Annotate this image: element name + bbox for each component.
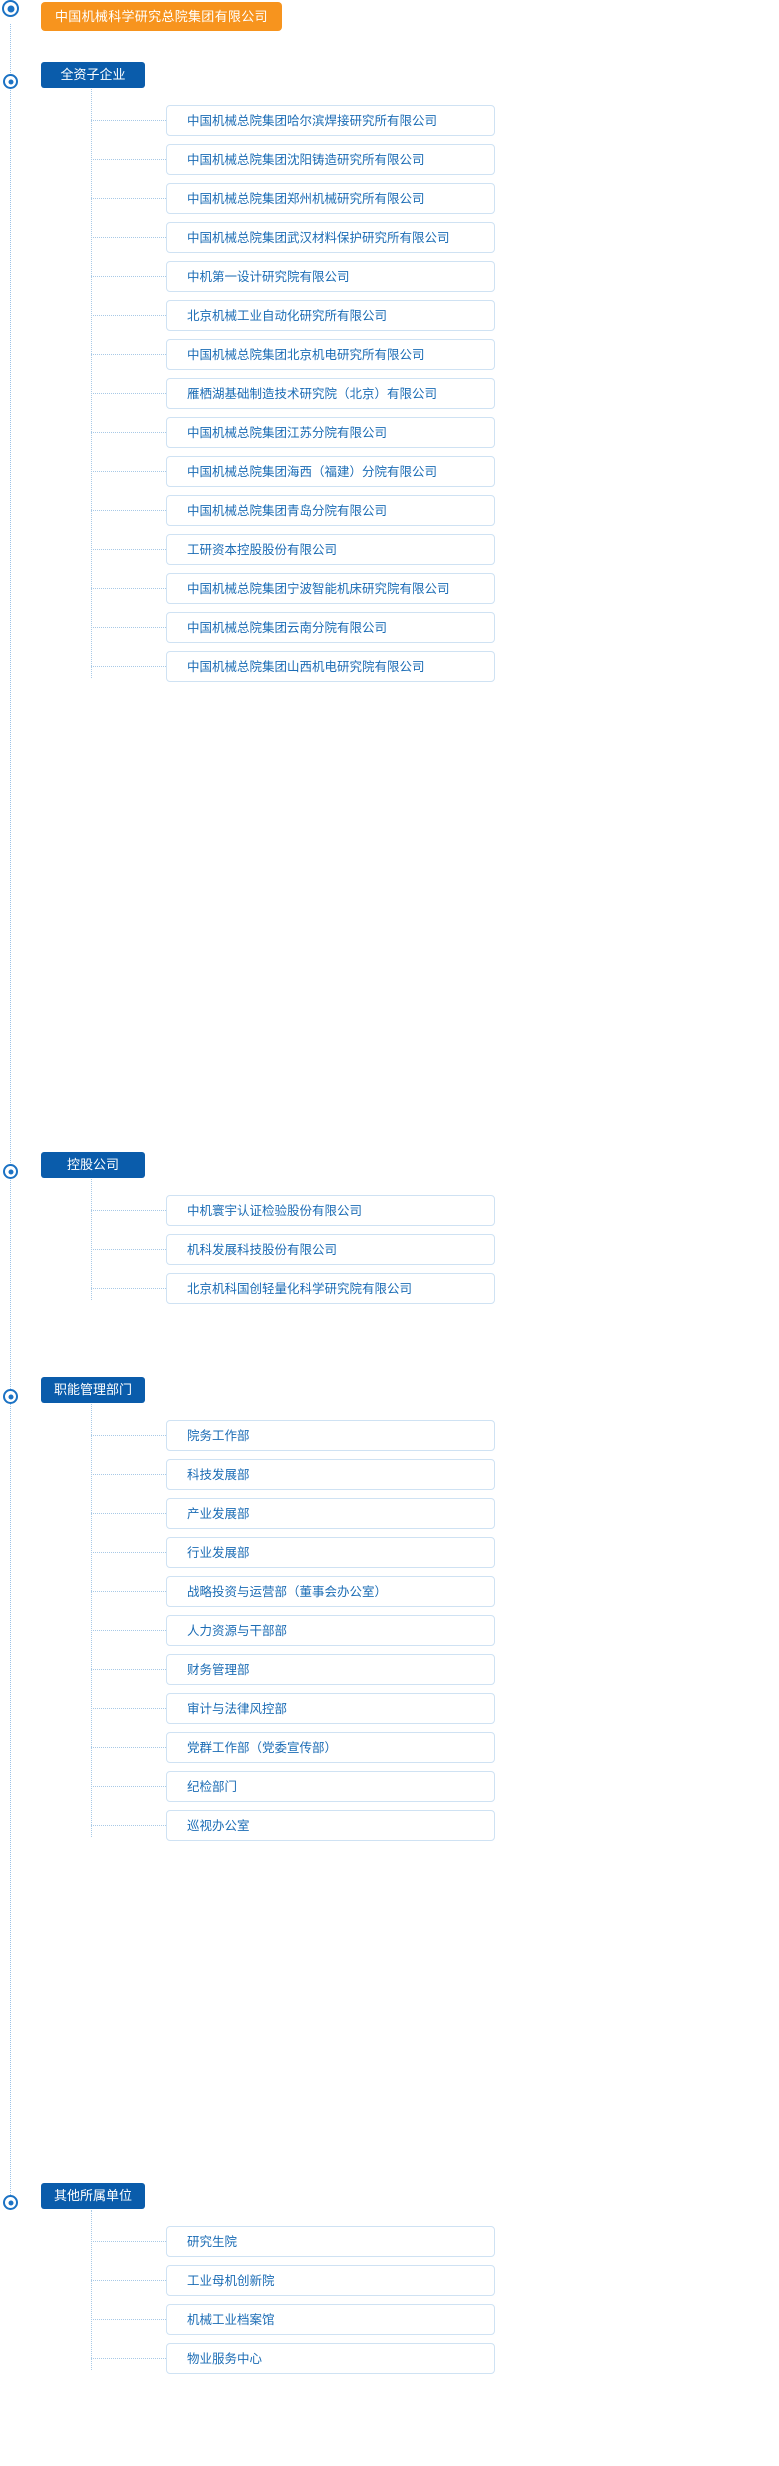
org-node-card[interactable]: 财务管理部 (166, 1654, 495, 1685)
org-section-children: 中国机械总院集团哈尔滨焊接研究所有限公司中国机械总院集团沈阳铸造研究所有限公司中… (0, 89, 779, 686)
org-node-row: 院务工作部 (0, 1416, 779, 1455)
org-node-card[interactable]: 中国机械总院集团山西机电研究院有限公司 (166, 651, 495, 682)
org-node-row: 北京机科国创轻量化科学研究院有限公司 (0, 1269, 779, 1308)
org-node-row: 中机第一设计研究院有限公司 (0, 257, 779, 296)
org-node-row: 研究生院 (0, 2222, 779, 2261)
org-node-row: 巡视办公室 (0, 1806, 779, 1845)
org-node-card[interactable]: 党群工作部（党委宣传部） (166, 1732, 495, 1763)
org-node-card[interactable]: 中国机械总院集团青岛分院有限公司 (166, 495, 495, 526)
org-node-row: 行业发展部 (0, 1533, 779, 1572)
radio-dot-icon (3, 1389, 18, 1404)
org-node-card[interactable]: 产业发展部 (166, 1498, 495, 1529)
org-section-header: 职能管理部门 (0, 1377, 779, 1417)
org-node-card[interactable]: 工业母机创新院 (166, 2265, 495, 2296)
org-branch-line (91, 1404, 92, 1837)
org-node-card[interactable]: 机械工业档案馆 (166, 2304, 495, 2335)
org-node-row: 中国机械总院集团宁波智能机床研究院有限公司 (0, 569, 779, 608)
org-node-row: 纪检部门 (0, 1767, 779, 1806)
org-node-card[interactable]: 巡视办公室 (166, 1810, 495, 1841)
org-node-card[interactable]: 中国机械总院集团哈尔滨焊接研究所有限公司 (166, 105, 495, 136)
org-section-children: 中机寰宇认证检验股份有限公司机科发展科技股份有限公司北京机科国创轻量化科学研究院… (0, 1179, 779, 1308)
org-node-row: 财务管理部 (0, 1650, 779, 1689)
org-node-row: 战略投资与运营部（董事会办公室） (0, 1572, 779, 1611)
radio-dot-icon (3, 2195, 18, 2210)
org-node-row: 机械工业档案馆 (0, 2300, 779, 2339)
org-node-row: 中国机械总院集团江苏分院有限公司 (0, 413, 779, 452)
org-node-row: 机科发展科技股份有限公司 (0, 1230, 779, 1269)
org-section-badge[interactable]: 其他所属单位 (41, 2183, 145, 2209)
org-section-badge[interactable]: 职能管理部门 (41, 1377, 145, 1403)
org-node-row: 中国机械总院集团哈尔滨焊接研究所有限公司 (0, 101, 779, 140)
org-node-card[interactable]: 工研资本控股股份有限公司 (166, 534, 495, 565)
org-section: 控股公司中机寰宇认证检验股份有限公司机科发展科技股份有限公司北京机科国创轻量化科… (0, 1152, 779, 1304)
org-node-row: 中国机械总院集团郑州机械研究所有限公司 (0, 179, 779, 218)
org-node-row: 审计与法律风控部 (0, 1689, 779, 1728)
org-node-card[interactable]: 中国机械总院集团宁波智能机床研究院有限公司 (166, 573, 495, 604)
radio-dot-icon (3, 1164, 18, 1179)
org-root-row: 中国机械科学研究总院集团有限公司 (0, 0, 779, 33)
org-section-badge[interactable]: 全资子企业 (41, 62, 145, 88)
org-node-row: 中国机械总院集团沈阳铸造研究所有限公司 (0, 140, 779, 179)
org-node-row: 人力资源与干部部 (0, 1611, 779, 1650)
org-node-card[interactable]: 机科发展科技股份有限公司 (166, 1234, 495, 1265)
org-node-card[interactable]: 中国机械总院集团北京机电研究所有限公司 (166, 339, 495, 370)
radio-dot-icon (2, 0, 19, 17)
org-section-children: 研究生院工业母机创新院机械工业档案馆物业服务中心 (0, 2210, 779, 2378)
org-node-row: 工业母机创新院 (0, 2261, 779, 2300)
org-section-children: 院务工作部科技发展部产业发展部行业发展部战略投资与运营部（董事会办公室） 人力资源… (0, 1404, 779, 1845)
org-node-card[interactable]: 物业服务中心 (166, 2343, 495, 2374)
org-node-card[interactable]: 中机寰宇认证检验股份有限公司 (166, 1195, 495, 1226)
org-section: 其他所属单位研究生院工业母机创新院机械工业档案馆物业服务中心 (0, 2183, 779, 2374)
org-node-card[interactable]: 研究生院 (166, 2226, 495, 2257)
org-node-row: 中国机械总院集团青岛分院有限公司 (0, 491, 779, 530)
org-section-badge[interactable]: 控股公司 (41, 1152, 145, 1178)
org-node-card[interactable]: 中国机械总院集团海西（福建）分院有限公司 (166, 456, 495, 487)
org-node-card[interactable]: 中国机械总院集团云南分院有限公司 (166, 612, 495, 643)
org-root-badge[interactable]: 中国机械科学研究总院集团有限公司 (41, 2, 282, 31)
org-node-row: 北京机械工业自动化研究所有限公司 (0, 296, 779, 335)
org-section-header: 控股公司 (0, 1152, 779, 1192)
org-node-card[interactable]: 院务工作部 (166, 1420, 495, 1451)
org-node-card[interactable]: 人力资源与干部部 (166, 1615, 495, 1646)
org-node-card[interactable]: 北京机科国创轻量化科学研究院有限公司 (166, 1273, 495, 1304)
org-node-row: 中国机械总院集团云南分院有限公司 (0, 608, 779, 647)
org-section: 全资子企业中国机械总院集团哈尔滨焊接研究所有限公司中国机械总院集团沈阳铸造研究所… (0, 62, 779, 682)
org-node-card[interactable]: 战略投资与运营部（董事会办公室） (166, 1576, 495, 1607)
org-node-row: 中国机械总院集团山西机电研究院有限公司 (0, 647, 779, 686)
org-node-row: 工研资本控股股份有限公司 (0, 530, 779, 569)
org-node-card[interactable]: 中国机械总院集团江苏分院有限公司 (166, 417, 495, 448)
org-node-card[interactable]: 中国机械总院集团沈阳铸造研究所有限公司 (166, 144, 495, 175)
org-branch-line (91, 1179, 92, 1300)
org-node-card[interactable]: 科技发展部 (166, 1459, 495, 1490)
org-node-row: 中机寰宇认证检验股份有限公司 (0, 1191, 779, 1230)
org-node-row: 科技发展部 (0, 1455, 779, 1494)
org-node-card[interactable]: 中机第一设计研究院有限公司 (166, 261, 495, 292)
org-section-header: 其他所属单位 (0, 2183, 779, 2223)
org-node-row: 中国机械总院集团武汉材料保护研究所有限公司 (0, 218, 779, 257)
org-node-row: 产业发展部 (0, 1494, 779, 1533)
org-section-header: 全资子企业 (0, 62, 779, 102)
org-node-card[interactable]: 雁栖湖基础制造技术研究院（北京）有限公司 (166, 378, 495, 409)
org-node-row: 党群工作部（党委宣传部） (0, 1728, 779, 1767)
org-node-row: 雁栖湖基础制造技术研究院（北京）有限公司 (0, 374, 779, 413)
org-trunk-line (10, 24, 11, 2197)
org-section: 职能管理部门院务工作部科技发展部产业发展部行业发展部战略投资与运营部（董事会办公… (0, 1377, 779, 1841)
org-node-card[interactable]: 行业发展部 (166, 1537, 495, 1568)
org-node-row: 中国机械总院集团海西（福建）分院有限公司 (0, 452, 779, 491)
org-node-card[interactable]: 中国机械总院集团郑州机械研究所有限公司 (166, 183, 495, 214)
org-node-row: 物业服务中心 (0, 2339, 779, 2378)
org-node-card[interactable]: 中国机械总院集团武汉材料保护研究所有限公司 (166, 222, 495, 253)
org-branch-line (91, 89, 92, 678)
org-node-card[interactable]: 审计与法律风控部 (166, 1693, 495, 1724)
org-branch-line (91, 2210, 92, 2370)
org-node-card[interactable]: 北京机械工业自动化研究所有限公司 (166, 300, 495, 331)
org-node-row: 中国机械总院集团北京机电研究所有限公司 (0, 335, 779, 374)
org-node-card[interactable]: 纪检部门 (166, 1771, 495, 1802)
radio-dot-icon (3, 74, 18, 89)
